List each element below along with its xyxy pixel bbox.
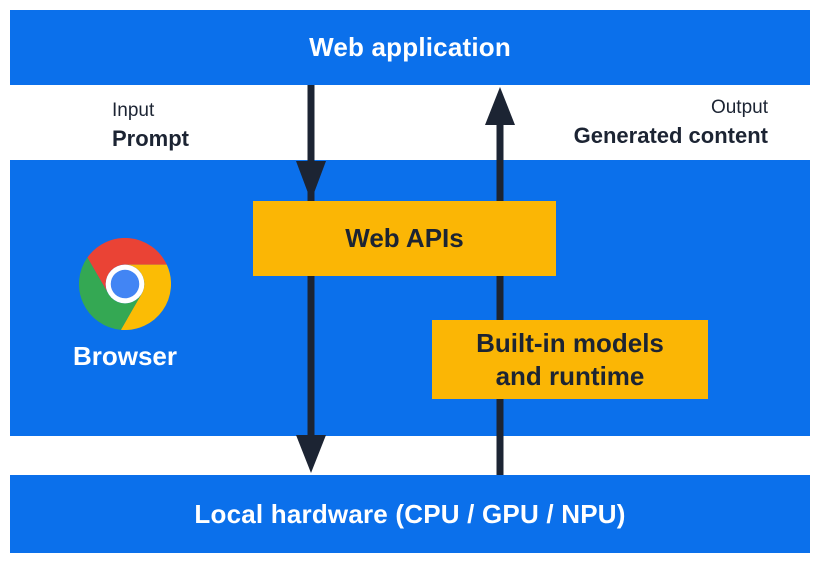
output-annotation: Output Generated content <box>574 95 768 151</box>
output-flow-arrow-up-icon <box>485 87 515 475</box>
built-in-models-line1: Built-in models <box>476 327 664 358</box>
input-annotation: Input Prompt <box>112 98 189 154</box>
input-flow-arrow-down-icon <box>296 85 326 473</box>
web-application-title: Web application <box>309 32 511 62</box>
built-in-models-box: Built-in models and runtime <box>432 320 708 399</box>
web-application-layer: Web application <box>10 10 810 85</box>
local-hardware-layer: Local hardware (CPU / GPU / NPU) <box>10 475 810 553</box>
local-hardware-title: Local hardware (CPU / GPU / NPU) <box>194 498 626 529</box>
output-value: Generated content <box>573 123 768 148</box>
browser-label: Browser <box>72 341 178 371</box>
web-apis-box: Web APIs <box>253 201 556 276</box>
input-value: Prompt <box>112 126 189 151</box>
output-label: Output <box>710 97 768 118</box>
built-in-models-line2: and runtime <box>495 360 645 391</box>
input-label: Input <box>112 100 155 121</box>
chrome-logo-icon <box>79 238 171 330</box>
web-apis-label: Web APIs <box>345 223 464 253</box>
